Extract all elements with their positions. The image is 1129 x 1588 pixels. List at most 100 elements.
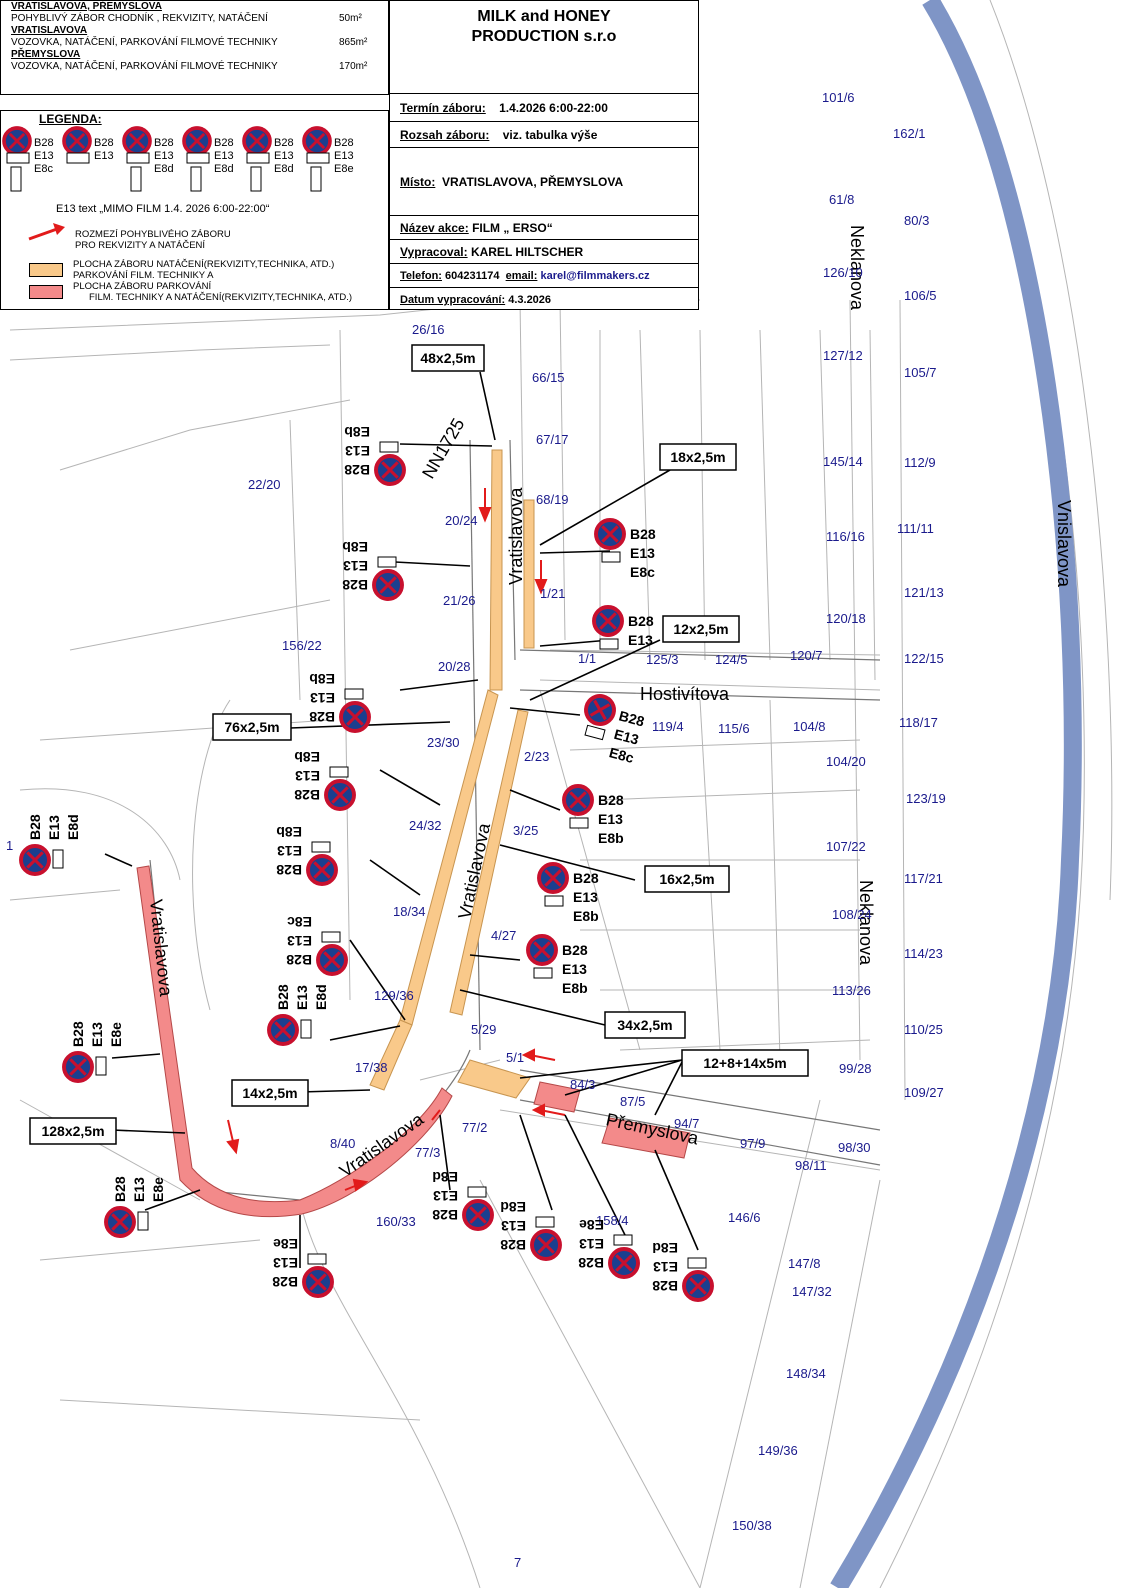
parcel-number: 84/3 bbox=[570, 1077, 595, 1092]
parcel-number: 147/8 bbox=[788, 1256, 821, 1271]
no-stopping-sign-icon bbox=[62, 126, 92, 156]
parcel-number: 160/33 bbox=[376, 1214, 416, 1229]
e13-plate-icon bbox=[535, 1216, 555, 1228]
sign-code-b28: B28 bbox=[272, 1274, 298, 1290]
info-telefon: Telefon: 604231174 email: karel@filmmake… bbox=[390, 263, 698, 287]
sign-code-b28: B28 bbox=[275, 984, 291, 1010]
area-size-1: 50m² bbox=[339, 13, 362, 24]
parcel-number: 125/3 bbox=[646, 652, 679, 667]
legend-pink-line2: FILM. TECHNIKY A NATÁČENÍ(REKVIZITY,TECH… bbox=[89, 292, 353, 303]
orange-area-3 bbox=[369, 1019, 413, 1091]
no-stopping-sign-icon bbox=[526, 934, 558, 966]
sign-code-supplement: E8d bbox=[652, 1240, 678, 1256]
parcel-number: 104/20 bbox=[826, 754, 866, 769]
no-stopping-sign-icon bbox=[374, 454, 406, 486]
parcel-number: 23/30 bbox=[427, 735, 460, 750]
e13-plate-icon bbox=[344, 688, 364, 700]
sign-code-supplement: E8b bbox=[562, 980, 588, 996]
parcel-number: 126/10 bbox=[823, 265, 863, 280]
parcel-number: 116/16 bbox=[826, 529, 865, 544]
parcel-number: 107/22 bbox=[826, 839, 866, 854]
parcel-number: 4/27 bbox=[491, 928, 516, 943]
info-akce: Název akce: FILM „ ERSO“ bbox=[390, 215, 698, 239]
parcel-number: 156/22 bbox=[282, 638, 322, 653]
dimension-boxes: 48x2,5m 18x2,5m 12x2,5m 76x2,5m 16x2,5m … bbox=[29, 344, 809, 1145]
e13-plate-icon bbox=[687, 1257, 707, 1269]
sign-code-b28: B28 bbox=[286, 952, 312, 968]
email-link[interactable]: karel@filmmakers.cz bbox=[540, 270, 650, 282]
parcel-number: 2/23 bbox=[524, 749, 549, 764]
sign-code-supplement: E8d bbox=[313, 984, 329, 1010]
orange-area-5 bbox=[449, 709, 529, 1016]
no-stopping-sign-icon bbox=[537, 862, 569, 894]
e13-plate-icon bbox=[300, 1019, 312, 1039]
sign-code-b28: B28 bbox=[70, 1021, 86, 1047]
no-stopping-sign-icon bbox=[608, 1247, 640, 1279]
background-lines bbox=[9, 0, 1113, 1588]
svg-text:12+8+14x5m: 12+8+14x5m bbox=[703, 1055, 786, 1071]
parcel-number: 115/6 bbox=[718, 721, 750, 736]
e13-plate-icon bbox=[321, 931, 341, 943]
parcel-number: 120/7 bbox=[790, 648, 823, 663]
legend-signs: B28E13E8cB28E13B28E13E8dB28E13E8dB28E13E… bbox=[2, 126, 354, 192]
sign-code-e13: E13 bbox=[287, 933, 312, 949]
movement-arrows bbox=[226, 488, 566, 1192]
street-neklanova-1: Neklanova bbox=[847, 225, 867, 311]
sign-code-b28: B28 bbox=[573, 870, 599, 886]
dim-box-76: 76x2,5m bbox=[212, 713, 292, 741]
parking-areas bbox=[136, 865, 691, 1218]
dim-box-18: 18x2,5m bbox=[659, 443, 737, 471]
legend-arrow-plate-icon bbox=[190, 166, 202, 192]
legend-sign-l3: E8d bbox=[214, 163, 234, 175]
area-title-3: PŘEMYSLOVA bbox=[11, 49, 81, 60]
legend-sign-l1: B28 bbox=[274, 137, 294, 149]
legend-red-arrow-icon bbox=[28, 223, 65, 241]
railway-track bbox=[830, 0, 1082, 1588]
legend-sign-l3: E8e bbox=[334, 163, 354, 175]
parcel-number: 22/20 bbox=[248, 477, 281, 492]
area-size-3: 170m² bbox=[339, 61, 368, 72]
parcel-number: 150/38 bbox=[732, 1518, 772, 1533]
parcel-number: 120/18 bbox=[826, 611, 866, 626]
parcel-number: 1/1 bbox=[578, 651, 596, 666]
pointer-arrows bbox=[104, 371, 699, 1268]
parcel-number: 26/16 bbox=[412, 322, 445, 337]
parcel-number: 87/5 bbox=[620, 1094, 645, 1109]
e13-plate-icon bbox=[599, 638, 619, 650]
info-termin: Termín záboru: 1.4.2026 6:00-22:00 bbox=[390, 93, 698, 121]
sign-code-supplement: E8b bbox=[294, 749, 320, 765]
traffic-sign-group: B28 E13 E8c bbox=[286, 914, 348, 976]
sign-code-b28: B28 bbox=[500, 1237, 526, 1253]
parcel-number: 121/13 bbox=[904, 585, 944, 600]
dim-box-128: 128x2,5m bbox=[29, 1117, 117, 1145]
svg-text:12x2,5m: 12x2,5m bbox=[673, 621, 728, 637]
dim-box-12814: 12+8+14x5m bbox=[681, 1049, 809, 1077]
area-title-2: VRATISLAVOVA bbox=[11, 25, 88, 36]
parcel-number: 68/19 bbox=[536, 492, 569, 507]
parcel-number: 17/38 bbox=[355, 1060, 388, 1075]
info-misto: Místo: VRATISLAVOVA, PŘEMYSLOVA bbox=[390, 147, 698, 215]
no-stopping-sign-icon bbox=[372, 569, 404, 601]
sign-code-supplement: E8d bbox=[65, 814, 81, 840]
parcel-number: 97/9 bbox=[740, 1136, 765, 1151]
sign-code-b28: B28 bbox=[294, 787, 320, 803]
sign-code-e13: E13 bbox=[433, 1188, 458, 1204]
e13-plate-icon bbox=[569, 817, 589, 829]
legend-arrow-plate-icon bbox=[310, 166, 322, 192]
parcel-number: 108/24 bbox=[832, 907, 872, 922]
sign-code-b28: B28 bbox=[617, 707, 646, 729]
occupation-areas bbox=[369, 449, 535, 1099]
title-block: MILK and HONEY PRODUCTION s.r.o Termín z… bbox=[389, 0, 699, 310]
sign-code-supplement: E8c bbox=[287, 914, 312, 930]
parcel-number: 122/15 bbox=[904, 651, 944, 666]
legend-orange-swatch bbox=[29, 263, 63, 277]
parcel-number: 80/3 bbox=[904, 213, 929, 228]
sign-code-supplement: E8b bbox=[276, 824, 302, 840]
legend-orange-line2: PARKOVÁNÍ FILM. TECHNIKY A bbox=[73, 270, 214, 281]
street-neklanova-2: Neklanova bbox=[856, 880, 876, 966]
